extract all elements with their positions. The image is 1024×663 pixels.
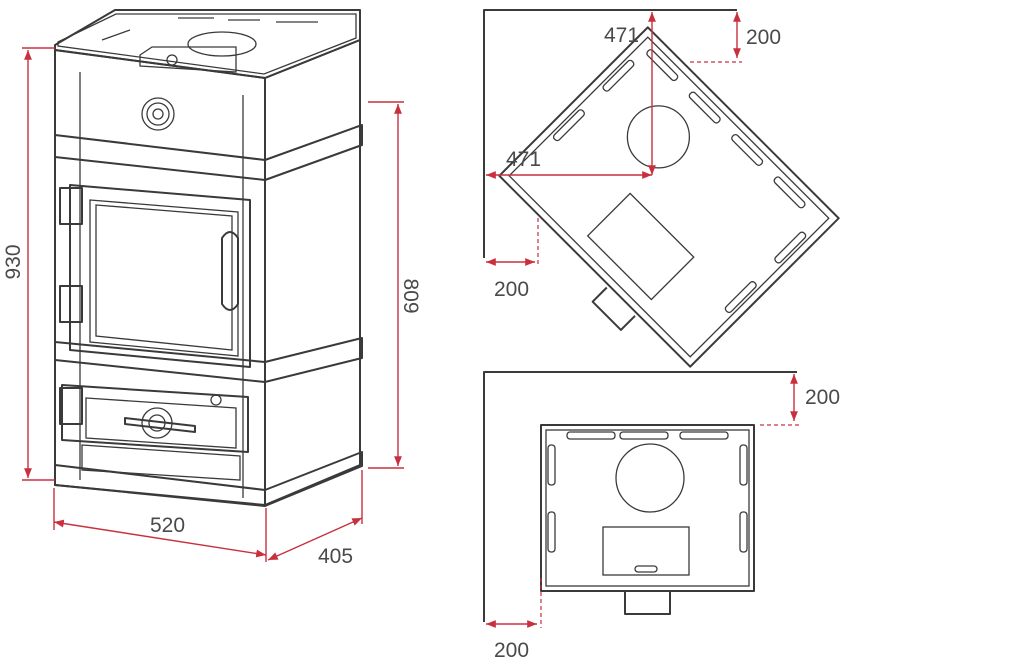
corner-install-plan: 471 471 200 200: [483, 9, 840, 368]
body-height-label: 809: [399, 278, 422, 313]
stove-height-label: 930: [2, 244, 25, 279]
corner-flue-vertical-label: 471: [604, 24, 639, 47]
stove-drawing: [54, 9, 363, 507]
corner-top-clearance-label: 200: [746, 26, 781, 49]
wall-install-plan: 200 200: [483, 371, 840, 662]
stove-dimensions: 930 809 520 405: [2, 47, 422, 568]
corner-side-clearance-label: 200: [494, 278, 529, 301]
wall-top-clearance-label: 200: [805, 386, 840, 409]
stove-depth-label: 405: [318, 545, 353, 568]
corner-flue-horizontal-label: 471: [506, 148, 541, 171]
stove-width-label: 520: [150, 514, 185, 537]
wall-side-clearance-label: 200: [494, 639, 529, 662]
